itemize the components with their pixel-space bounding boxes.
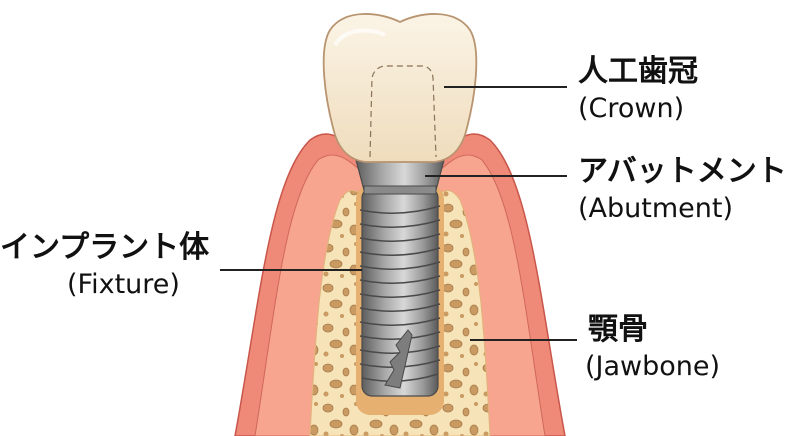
label-fixture: インプラント体 (Fixture) [0,230,210,300]
label-jawbone-en: (Jawbone) [585,351,721,382]
crown [322,13,478,163]
label-crown-en: (Crown) [578,93,685,124]
label-jawbone-jp: 顎骨 [588,312,648,347]
label-abutment-jp: アバットメント [578,154,787,189]
label-fixture-en: (Fixture) [67,269,180,300]
label-crown-jp: 人工歯冠 [578,54,698,89]
fixture-threads [359,187,441,397]
label-abutment-en: (Abutment) [578,193,733,224]
label-abutment: アバットメント (Abutment) [578,154,787,224]
label-jawbone: 顎骨 (Jawbone) [585,312,721,382]
label-fixture-jp: インプラント体 [0,230,210,265]
label-crown: 人工歯冠 (Crown) [578,54,698,124]
